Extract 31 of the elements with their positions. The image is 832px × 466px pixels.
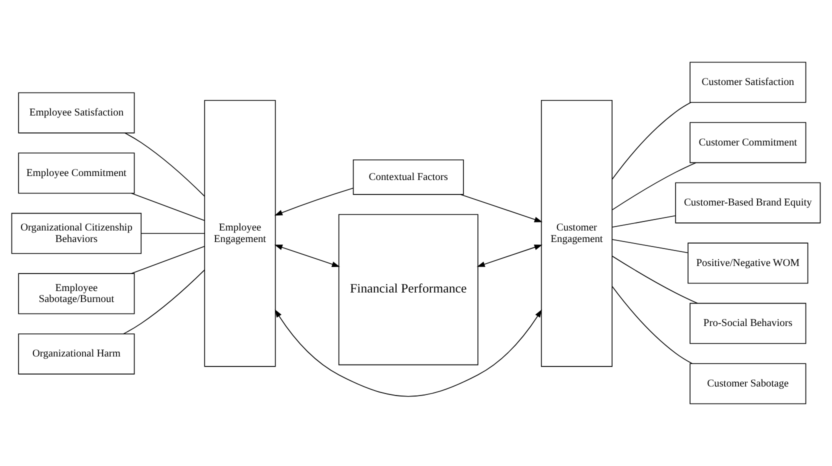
arrow: [274, 244, 340, 267]
arrow: [476, 244, 542, 267]
node-box: Customer Commitment: [690, 122, 806, 164]
arrow: [274, 188, 354, 216]
connector: [612, 239, 688, 254]
connector: [131, 246, 205, 274]
connector: [612, 256, 698, 304]
connector: [612, 102, 692, 180]
node-box: Financial Performance: [338, 214, 478, 366]
node-box: Customer Engagement: [540, 100, 612, 367]
node-box: Employee Engagement: [204, 100, 276, 367]
node-box: Customer Satisfaction: [690, 62, 806, 103]
connector: [124, 132, 205, 197]
arrow: [274, 309, 542, 397]
node-box: Employee Satisfaction: [18, 92, 135, 134]
node-box: Pro-Social Behaviors: [690, 302, 806, 344]
node-box: Employee Commitment: [18, 152, 135, 194]
node-box: Employee Sabotage/Burnout: [18, 273, 135, 314]
connector: [612, 215, 676, 228]
arrow: [460, 194, 542, 222]
node-box: Customer Sabotage: [690, 363, 806, 404]
node-box: Contextual Factors: [352, 159, 464, 195]
connector: [612, 162, 696, 210]
node-box: Organizational Harm: [18, 333, 135, 374]
connector: [123, 270, 205, 334]
connector: [612, 286, 692, 364]
node-box: Organizational Citizenship Behaviors: [11, 212, 142, 254]
node-box: Customer-Based Brand Equity: [675, 182, 821, 224]
connector: [140, 233, 205, 234]
node-box: Positive/Negative WOM: [688, 242, 808, 284]
connector: [131, 192, 205, 221]
